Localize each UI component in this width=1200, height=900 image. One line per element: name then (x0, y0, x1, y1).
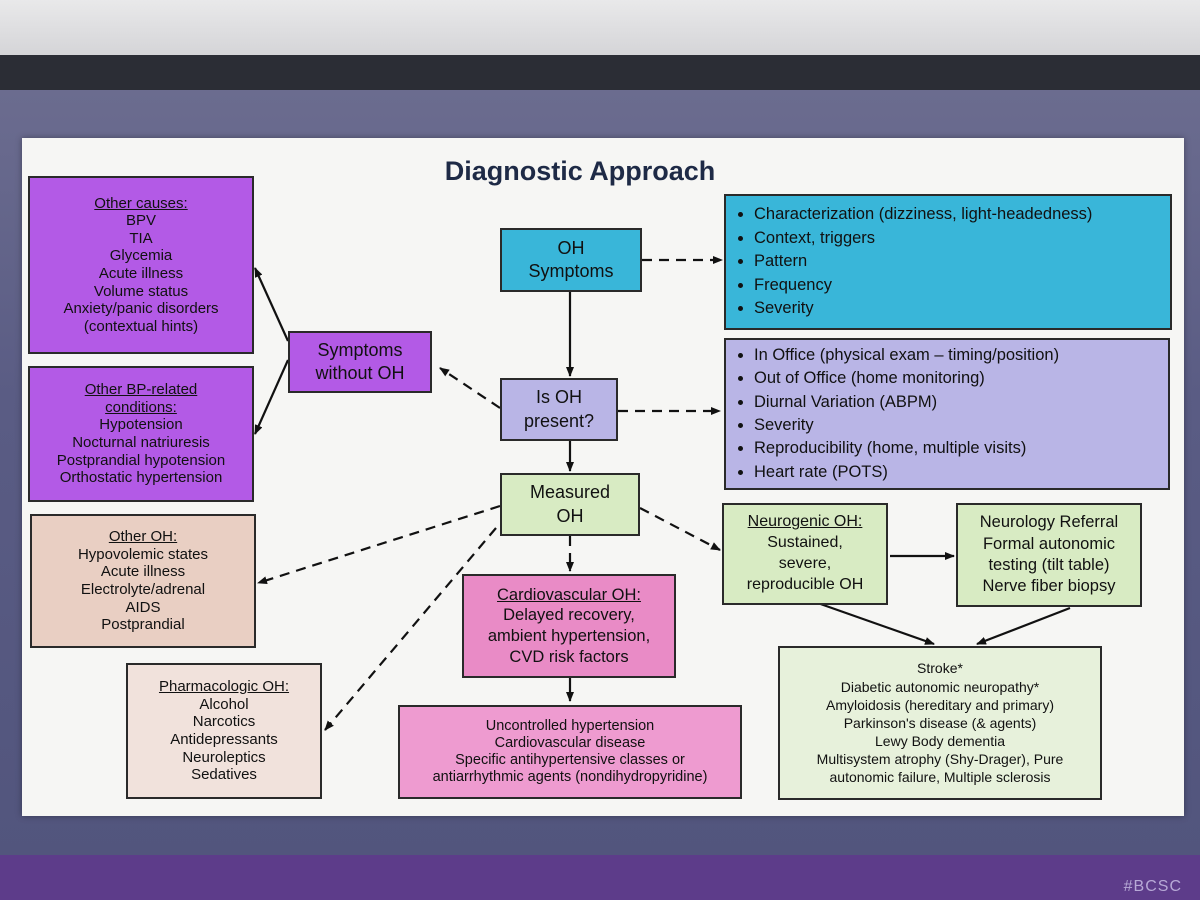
evaluation-item: Diurnal Variation (ABPM) (754, 391, 1059, 414)
measured-oh-box: Measured OH (500, 473, 640, 536)
evaluation-item: Reproducibility (home, multiple visits) (754, 437, 1059, 460)
cardio-causes-item: antiarrhythmic agents (nondihydropyridin… (432, 768, 708, 785)
other-causes-item: Glycemia (109, 247, 173, 265)
other-oh-item: Postprandial (101, 616, 185, 634)
neurology-referral-line: Neurology Referral (979, 513, 1119, 532)
other-causes-item: Acute illness (98, 265, 184, 282)
characterization-list: Characterization (dizziness, light-heade… (736, 203, 1092, 320)
neurogenic-oh-box: Neurogenic OH: Sustained, severe, reprod… (722, 503, 888, 605)
symptoms-without-oh-box: Symptoms without OH (288, 331, 432, 393)
other-bp-item: Orthostatic hypertension (59, 469, 223, 487)
pharmacologic-oh-item: Antidepressants (170, 731, 278, 748)
neurology-referral-line: Nerve fiber biopsy (982, 577, 1116, 596)
other-causes-item: Volume status (93, 282, 189, 300)
other-causes-item: (contextual hints) (83, 317, 199, 335)
slide-title: Diagnostic Approach (444, 156, 716, 186)
dash-measured-to-other-oh (257, 504, 501, 585)
other-oh-item: Acute illness (100, 563, 186, 581)
evaluation-item: In Office (physical exam – timing/positi… (754, 344, 1059, 367)
cardiovascular-oh-box: Cardiovascular OH: Delayed recovery, amb… (462, 574, 676, 678)
other-oh-header: Other OH: (108, 528, 178, 546)
measured-oh-line: Measured (529, 482, 611, 503)
cardiovascular-oh-header: Cardiovascular OH: (497, 585, 641, 604)
pharmacologic-oh-item: Alcohol (199, 695, 249, 713)
evaluation-item: Out of Office (home monitoring) (754, 367, 1059, 390)
other-bp-item: Postprandial hypotension (56, 451, 226, 469)
pharmacologic-oh-item: Neuroleptics (182, 748, 266, 766)
other-oh-box: Other OH: Hypovolemic states Acute illne… (30, 514, 256, 648)
is-oh-present-line: present? (523, 410, 595, 431)
other-bp-conditions-box: Other BP-related conditions: Hypotension… (28, 366, 254, 502)
evaluation-item: Heart rate (POTS) (754, 461, 1059, 484)
evaluation-item: Severity (754, 414, 1059, 437)
neurogenic-oh-item: reproducible OH (746, 575, 864, 593)
neuro-causes-item: Lewy Body dementia (875, 733, 1005, 750)
flow-connectors (253, 256, 1071, 731)
oh-symptoms-line: OH (557, 237, 585, 258)
neuro-causes-item: Diabetic autonomic neuropathy* (840, 678, 1040, 695)
evaluation-box: In Office (physical exam – timing/positi… (724, 338, 1170, 490)
evaluation-list: In Office (physical exam – timing/positi… (736, 344, 1059, 485)
neuro-causes-box: Stroke* Diabetic autonomic neuropathy* A… (778, 646, 1102, 800)
cardiovascular-oh-item: Delayed recovery, (503, 606, 635, 625)
symptoms-without-oh-line: Symptoms (317, 339, 403, 360)
arrow-neurogenic-to-causes (811, 599, 935, 646)
neurogenic-oh-item: severe, (778, 555, 832, 572)
other-causes-box: Other causes: BPV TIA Glycemia Acute ill… (28, 176, 254, 354)
other-causes-item: BPV (125, 212, 156, 230)
cardio-causes-box: Uncontrolled hypertension Cardiovascular… (398, 705, 742, 799)
pharmacologic-oh-box: Pharmacologic OH: Alcohol Narcotics Anti… (126, 663, 322, 799)
pharmacologic-oh-item: Sedatives (191, 766, 257, 784)
other-oh-item: Hypovolemic states (77, 545, 209, 563)
measured-oh-line: OH (556, 505, 584, 526)
characterization-box: Characterization (dizziness, light-heade… (724, 194, 1172, 330)
dash-measured-to-neurogenic (639, 507, 721, 551)
characterization-item: Characterization (dizziness, light-heade… (754, 203, 1092, 226)
neurology-referral-box: Neurology Referral Formal autonomic test… (956, 503, 1142, 607)
characterization-item: Pattern (754, 250, 1092, 273)
pharmacologic-oh-header: Pharmacologic OH: (158, 678, 290, 696)
arrow-symptoms-without-to-causes (253, 267, 290, 342)
cardiovascular-oh-item: ambient hypertension, (487, 627, 651, 645)
cardio-causes-item: Cardiovascular disease (494, 735, 646, 752)
other-bp-item: Nocturnal natriuresis (72, 434, 210, 451)
neurogenic-oh-item: Sustained, (767, 534, 843, 552)
cardio-causes-item: Uncontrolled hypertension (485, 718, 655, 735)
cardiovascular-oh-item: CVD risk factors (509, 647, 629, 666)
is-oh-present-box: Is OH present? (500, 378, 618, 441)
characterization-item: Frequency (754, 274, 1092, 297)
neuro-causes-item: Parkinson's disease (& agents) (843, 714, 1037, 731)
footer-tag: #BCSC (1123, 878, 1182, 895)
neurology-referral-line: testing (tilt table) (988, 556, 1110, 574)
other-bp-header: Other BP-related conditions: (84, 381, 198, 416)
neuro-causes-item: Amyloidosis (hereditary and primary) (826, 696, 1054, 713)
monitor-bezel (0, 0, 1200, 60)
neurogenic-oh-header: Neurogenic OH: (747, 513, 863, 531)
neurology-referral-line: Formal autonomic (982, 534, 1116, 553)
oh-symptoms-box: OH Symptoms (500, 228, 642, 292)
neuro-causes-item: autonomic failure, Multiple sclerosis (829, 769, 1051, 786)
arrow-referral-to-causes (976, 606, 1071, 646)
monitor-frame (0, 55, 1200, 95)
other-causes-item: Anxiety/panic disorders (63, 300, 219, 318)
bottom-bar (0, 855, 1200, 900)
neuro-causes-item: Multisystem atrophy (Shy-Drager), Pure (816, 751, 1064, 768)
other-causes-header: Other causes: (94, 194, 188, 212)
is-oh-present-line: Is OH (535, 387, 582, 408)
symptoms-without-oh-line: without OH (315, 363, 405, 383)
oh-symptoms-line: Symptoms (528, 261, 614, 281)
other-causes-item: TIA (129, 229, 153, 247)
cardio-causes-item: Specific antihypertensive classes or (455, 752, 685, 768)
characterization-item: Context, triggers (754, 227, 1092, 250)
pharmacologic-oh-item: Narcotics (192, 713, 256, 731)
neuro-causes-item: Stroke* (917, 660, 963, 677)
dash-present-to-symptoms-without (439, 367, 501, 409)
other-oh-item: Electrolyte/adrenal (80, 581, 206, 598)
other-bp-item: Hypotension (99, 416, 183, 434)
other-oh-item: AIDS (125, 598, 161, 616)
characterization-item: Severity (754, 297, 1092, 320)
arrow-symptoms-without-to-bp (253, 359, 290, 435)
slide: Diagnostic Approach Other causes: BPV TI… (22, 138, 1184, 816)
